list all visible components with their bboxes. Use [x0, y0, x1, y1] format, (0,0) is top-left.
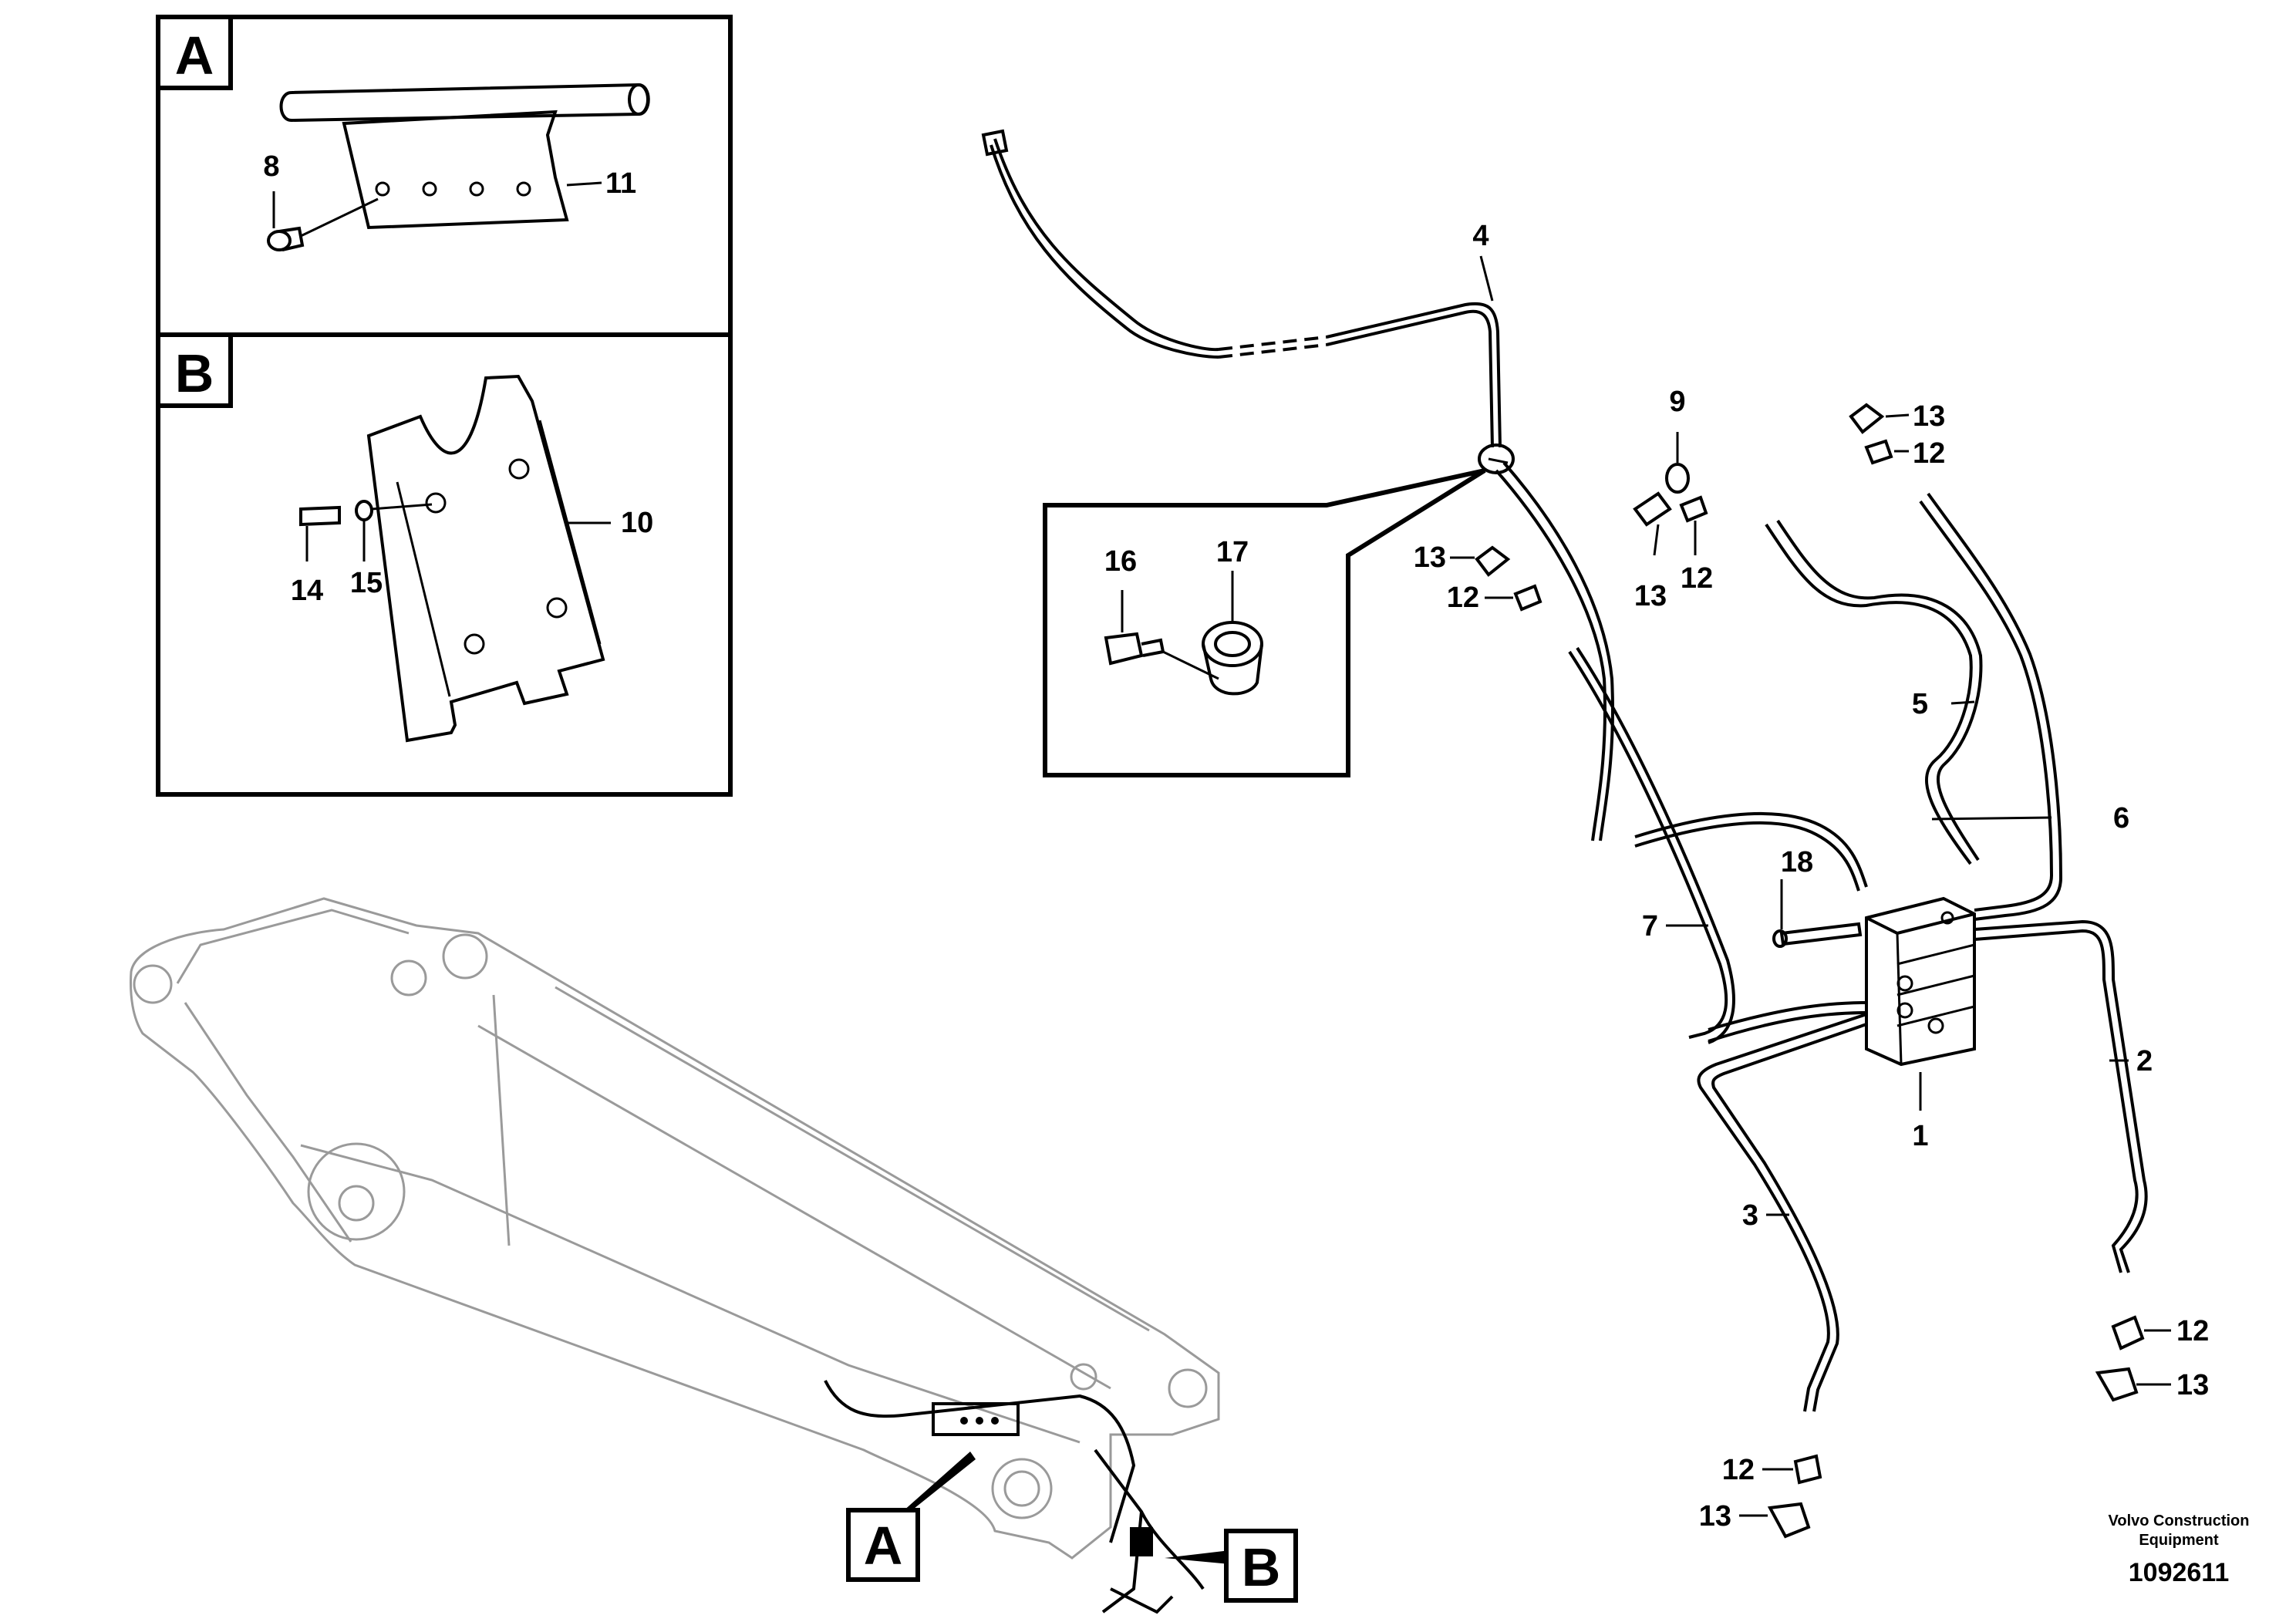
callout-12-top-right: 12: [1913, 437, 1945, 470]
callout-12-mid: 12: [1681, 562, 1713, 595]
callout-8: 8: [263, 150, 279, 183]
callout-17: 17: [1216, 536, 1249, 568]
callout-leaders: [1479, 255, 2129, 1216]
callout-13-left: 13: [1414, 541, 1446, 574]
detail-tag-b-letter: B: [1242, 1537, 1281, 1597]
callout-13-top-right: 13: [1913, 400, 1945, 433]
callout-6: 6: [2113, 802, 2129, 835]
callout-9: 9: [1669, 386, 1685, 418]
callout-13-mid: 13: [1634, 580, 1667, 612]
callout-7: 7: [1642, 910, 1658, 943]
hose-part-5: [1765, 519, 1983, 865]
callout-5: 5: [1912, 688, 1928, 720]
callout-16: 16: [1104, 545, 1137, 578]
hose-part-4: [981, 129, 1615, 841]
detail-box-a-letter: A: [175, 25, 214, 86]
plate-part-10: [366, 374, 611, 743]
callout-4: 4: [1472, 220, 1489, 252]
callout-3: 3: [1742, 1199, 1758, 1232]
pipe-part-3: [1697, 1013, 1867, 1412]
footer-brand: Volvo Construction Equipment 1092611: [2109, 1512, 2250, 1587]
detail-box-b-letter: B: [175, 343, 214, 403]
pipe-part-7: [1568, 646, 1735, 1044]
callout-10: 10: [621, 507, 653, 539]
callout-15: 15: [350, 567, 383, 599]
fitting-nut-12-right-lower: [2111, 1315, 2171, 1351]
brand-line-1: Volvo Construction: [2109, 1512, 2250, 1529]
callout-13-right-lower: 13: [2176, 1369, 2209, 1401]
callout-13-bottom: 13: [1699, 1500, 1731, 1533]
pipe-part-2: [1974, 919, 2148, 1273]
bolt-part-16: [1104, 590, 1219, 680]
pipe-part-6: [1919, 492, 2063, 921]
callout-11: 11: [605, 167, 636, 200]
screw-part-18: [1772, 879, 1863, 948]
fitting-elbow-13-bottom: [1739, 1502, 1811, 1539]
callout-12-bottom: 12: [1722, 1454, 1755, 1486]
clamp-part-17: [1202, 571, 1263, 696]
fitting-elbow-13-left: [1450, 545, 1511, 577]
drawing-number: 1092611: [2129, 1558, 2230, 1587]
fitting-elbow-13-top-right: [1849, 403, 1910, 434]
boom-overview: [130, 897, 1220, 1614]
bracket-part-11: [279, 83, 650, 230]
callout-12-right-lower: 12: [2176, 1315, 2209, 1347]
screw-part-14: [299, 505, 341, 561]
callout-1: 1: [1912, 1120, 1928, 1152]
detail-tag-a: A: [846, 1452, 976, 1582]
detail-tag-a-letter: A: [864, 1516, 903, 1576]
fitting-nut-12-top-right: [1864, 439, 1909, 465]
callout-14: 14: [291, 575, 323, 607]
valve-block-part-1: [1865, 896, 1976, 1111]
clamp-detail-box: [1043, 443, 1515, 777]
detail-box-a: A: [156, 15, 733, 337]
pipe-to-valve: [1634, 811, 1868, 1043]
detail-box-b: B: [156, 332, 733, 797]
callout-2: 2: [2136, 1045, 2153, 1077]
fitting-elbow-13-right-lower: [2095, 1367, 2171, 1402]
fitting-elbow-13-upper-mid: [1633, 491, 1672, 556]
fitting-nut-12-bottom: [1762, 1454, 1822, 1485]
fitting-part-9: [1665, 432, 1690, 494]
brand-line-2: Equipment: [2139, 1532, 2219, 1549]
callout-18: 18: [1781, 846, 1813, 878]
callout-12-left: 12: [1447, 582, 1479, 614]
washer-part-15: [355, 500, 433, 561]
fitting-nut-12-left: [1485, 584, 1542, 612]
fitting-nut-12-upper-mid: [1679, 495, 1708, 555]
bolt-part-8: [267, 191, 379, 251]
detail-tag-b: B: [1165, 1529, 1298, 1603]
